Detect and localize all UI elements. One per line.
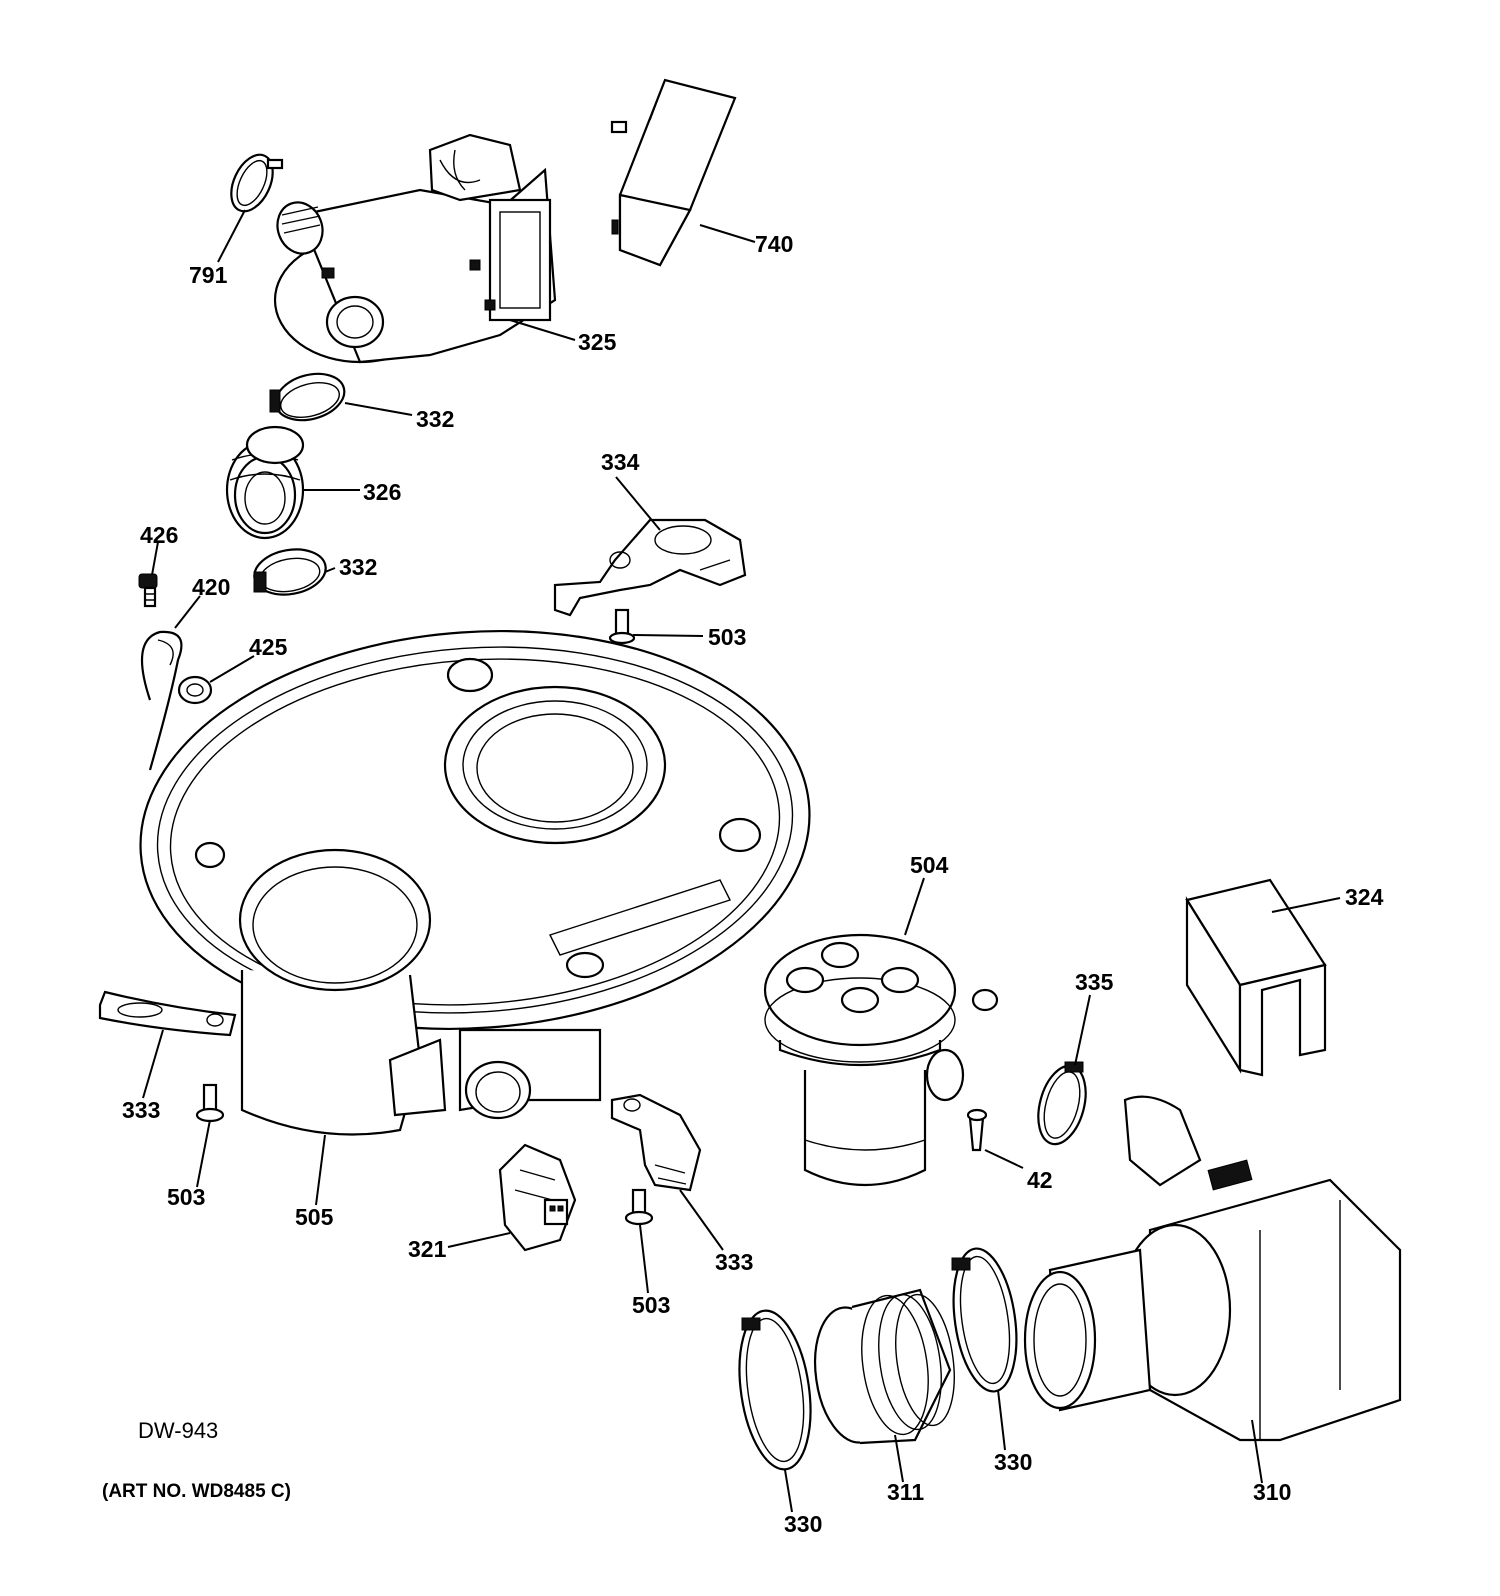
part-310-pump-motor [1023, 1095, 1402, 1442]
part-333-bracket-left [98, 990, 237, 1037]
callout-505: 505 [295, 1204, 334, 1230]
callout-42: 42 [1027, 1167, 1053, 1193]
part-504-diverter [763, 933, 999, 1187]
callout-334: 334 [601, 449, 640, 475]
part-420-wire [140, 630, 183, 771]
callout-504: 504 [910, 852, 949, 878]
part-740-cover [610, 78, 737, 267]
part-425-grommet [177, 675, 213, 705]
leader-lines [142, 209, 1341, 1513]
part-332-clamp-lower [253, 548, 327, 596]
callout-330-left: 330 [784, 1511, 822, 1537]
callout-503-center: 503 [632, 1292, 670, 1318]
part-42-screw [966, 1108, 988, 1152]
callout-333-center: 333 [715, 1249, 753, 1275]
part-330-clamp-left [738, 1309, 812, 1471]
part-503-screw-left [195, 1083, 225, 1123]
drawing-id: DW-943 [138, 1418, 218, 1443]
callout-332-upper: 332 [416, 406, 454, 432]
callout-310: 310 [1253, 1479, 1291, 1505]
part-330-clamp-right [951, 1247, 1018, 1393]
callout-420: 420 [192, 574, 230, 600]
part-426-screw [138, 573, 158, 608]
callout-335: 335 [1075, 969, 1114, 995]
callout-326: 326 [363, 479, 401, 505]
callout-324: 324 [1345, 884, 1384, 910]
callout-426: 426 [140, 522, 178, 548]
part-311-bellows [814, 1288, 955, 1445]
part-505-sump-base [139, 630, 811, 1136]
part-333-bracket-center [610, 1093, 702, 1192]
callout-330-right: 330 [994, 1449, 1032, 1475]
callout-791: 791 [189, 262, 228, 288]
part-326-connector [225, 425, 305, 540]
callout-333-left: 333 [122, 1097, 160, 1123]
callout-311: 311 [887, 1479, 924, 1505]
callout-332-lower: 332 [339, 554, 377, 580]
part-332-clamp-upper [269, 372, 346, 422]
callout-321: 321 [408, 1236, 447, 1262]
part-503-screw-center [624, 1188, 654, 1226]
part-324-cover [1185, 878, 1327, 1077]
callout-503-top: 503 [708, 624, 746, 650]
part-335-clamp [1037, 1061, 1087, 1146]
part-321-sensor [498, 1143, 577, 1252]
callout-425: 425 [249, 634, 288, 660]
part-791-clamp [230, 153, 284, 213]
art-number: (ART NO. WD8485 C) [102, 1481, 291, 1502]
callout-325: 325 [578, 329, 617, 355]
callout-740: 740 [755, 231, 793, 257]
callout-503-left: 503 [167, 1184, 205, 1210]
part-325-pump-assembly [273, 133, 557, 364]
part-503-screw-top [608, 608, 636, 645]
part-334-bracket [553, 518, 747, 617]
